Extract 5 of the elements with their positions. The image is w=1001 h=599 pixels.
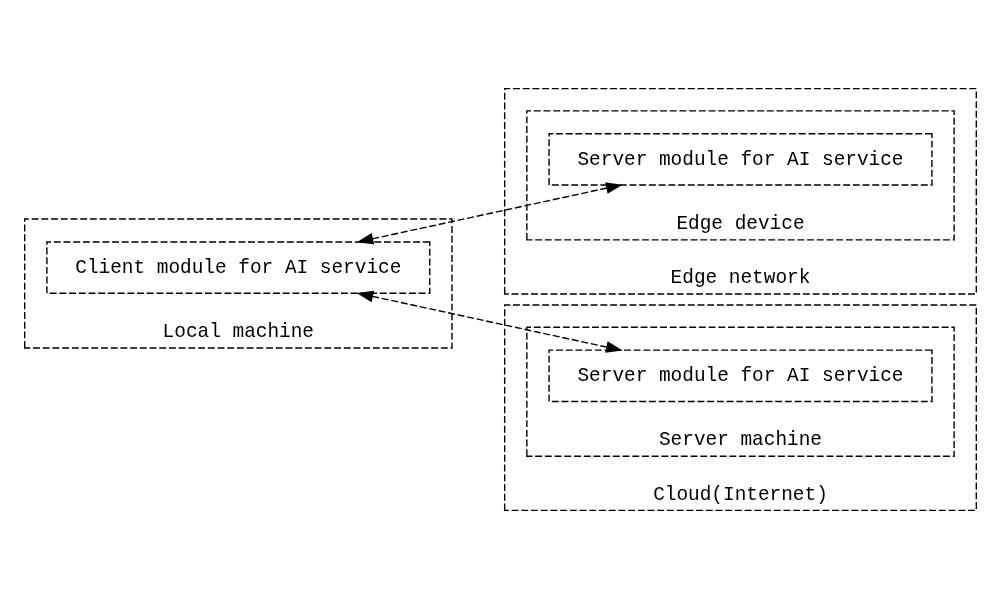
arrow	[356, 182, 623, 245]
node-box: Server module for AI service	[548, 349, 933, 403]
node-box: Client module for AI service	[46, 241, 431, 294]
arrow	[356, 290, 623, 353]
node-box: Server module for AI service	[548, 133, 933, 186]
